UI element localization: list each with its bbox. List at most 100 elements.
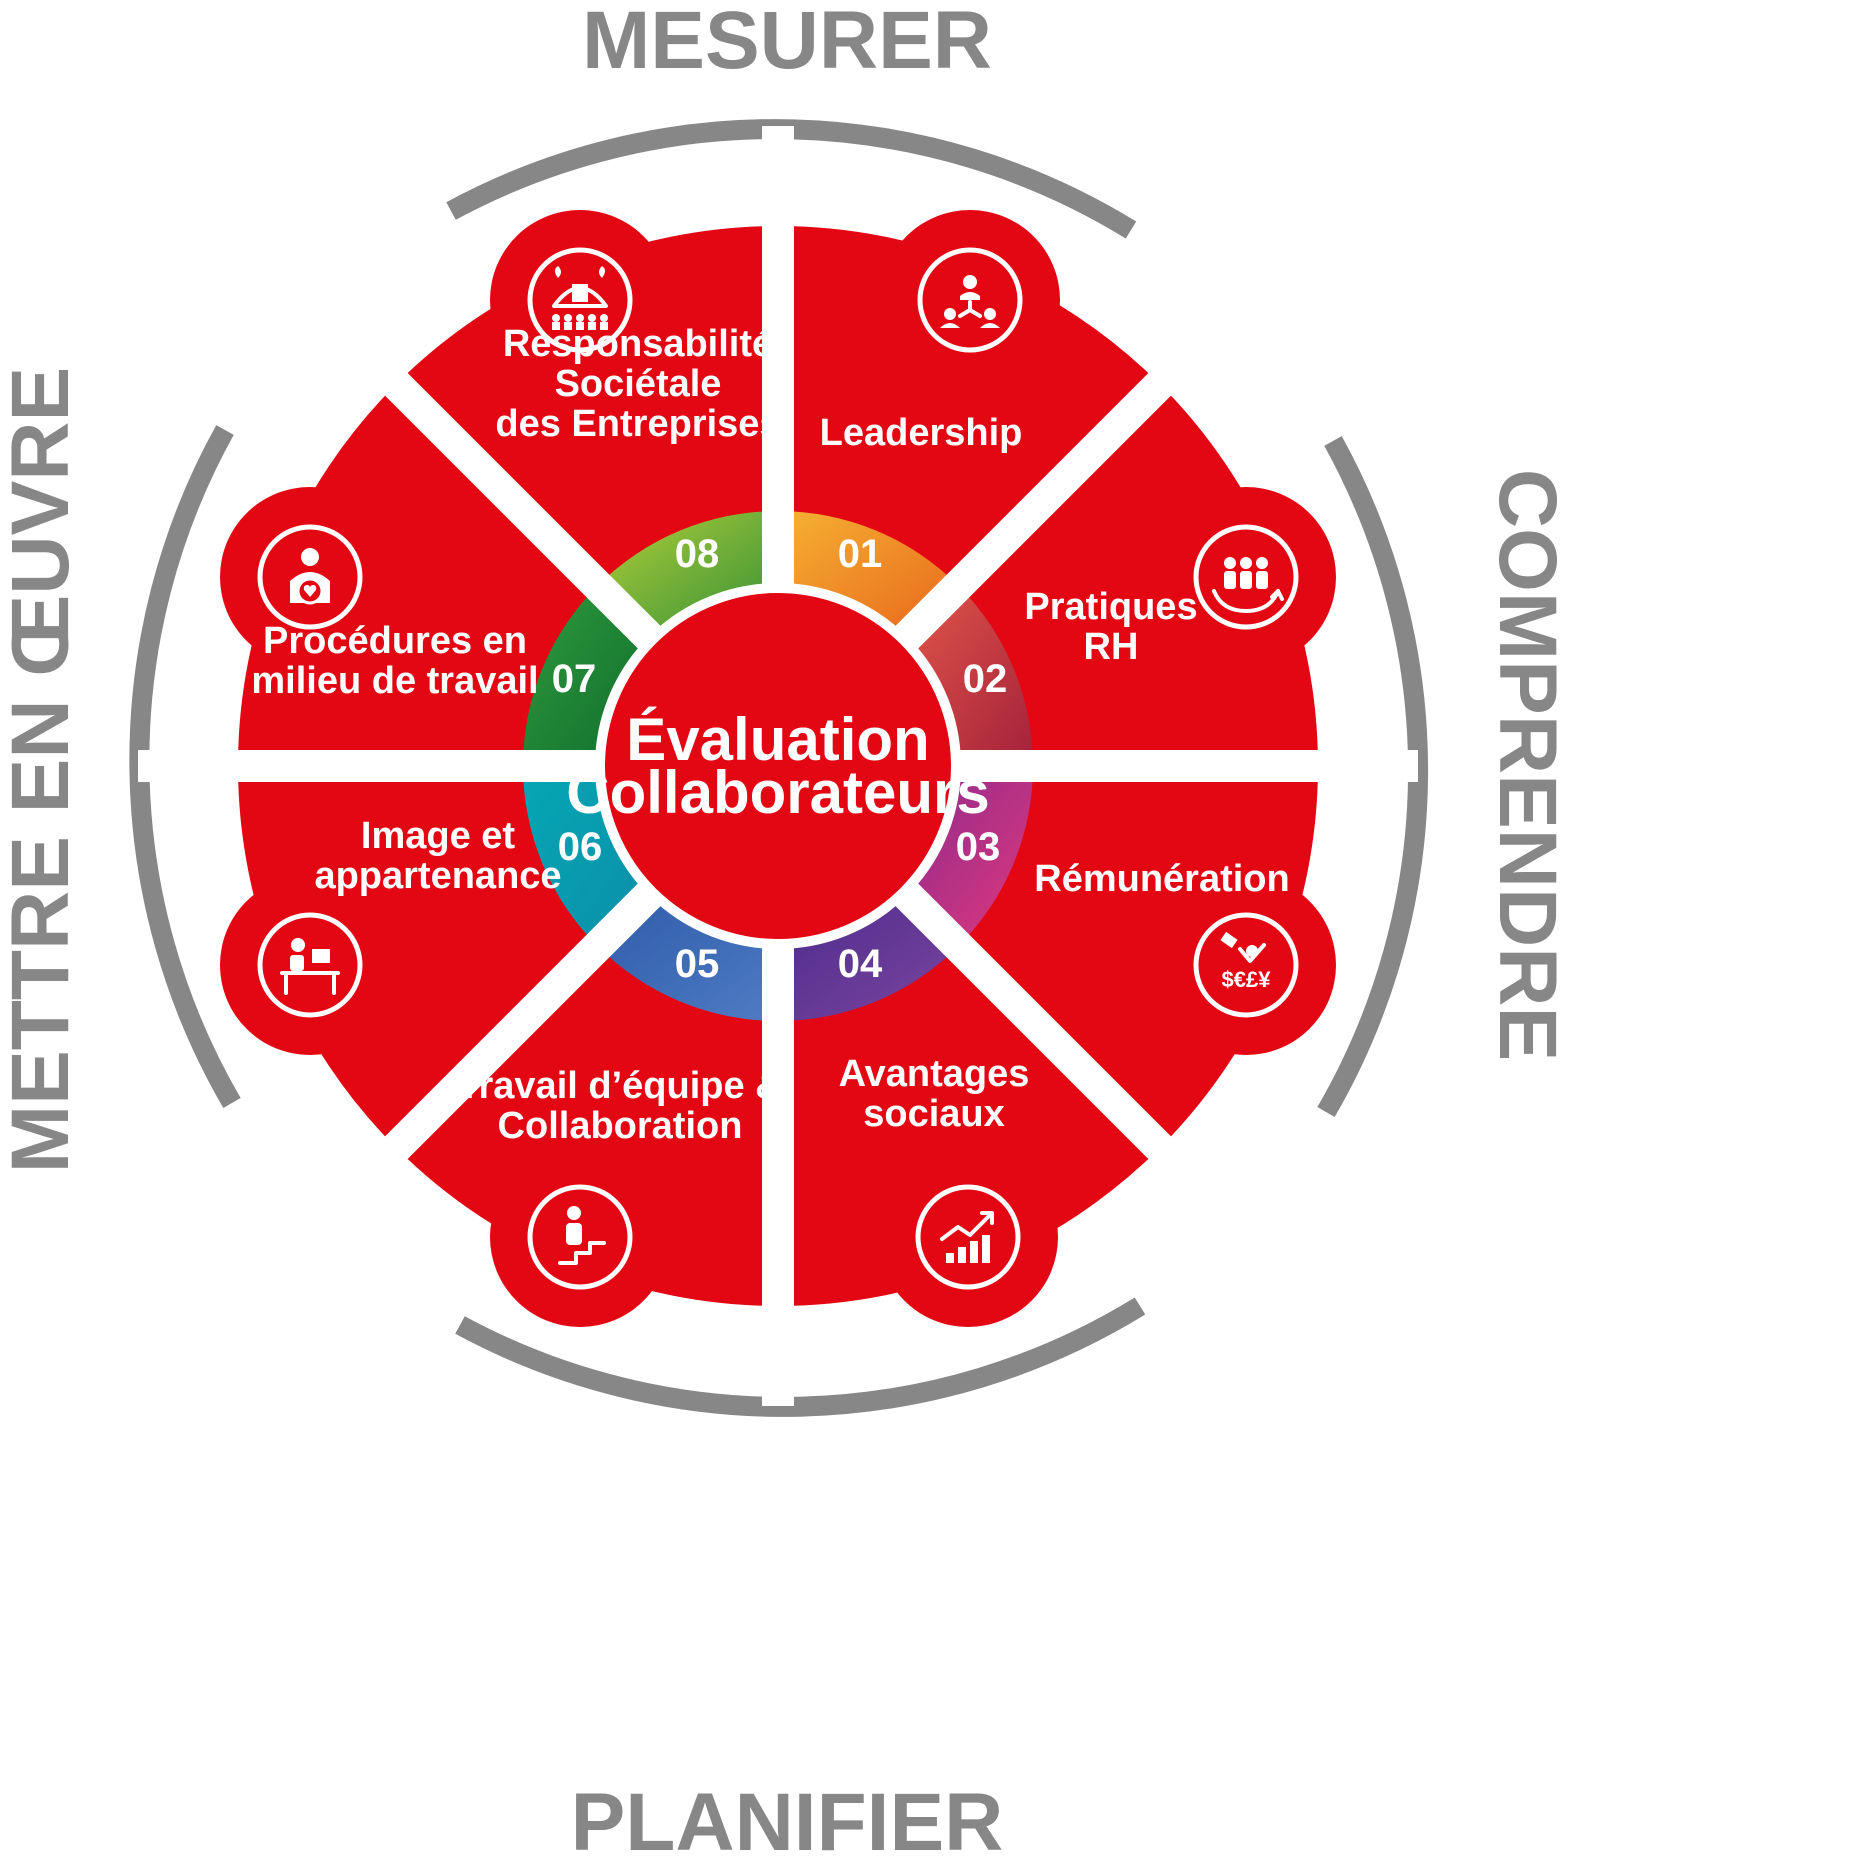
segment-06-bubble (220, 875, 400, 1055)
ring-segment-08 (597, 511, 778, 641)
segment-icons: $€£¥ (257, 247, 1299, 1290)
segment-label-04-line1: Avantages (839, 1053, 1030, 1095)
person-heart-icon (257, 524, 363, 630)
segment-label-02-line1: Pratiques (1024, 586, 1197, 628)
currency-payment-icon-part (1238, 943, 1266, 963)
person-heart-icon-part (303, 585, 317, 597)
community-globe-icon-part (564, 322, 572, 330)
segment-number-03: 03 (956, 825, 1001, 869)
segment-03-bubble (1156, 875, 1336, 1055)
phase-label-left: METTRE EN ŒUVRE (0, 367, 86, 1173)
segment-label-06-line2: appartenance (314, 855, 561, 897)
phase-label-right: COMPRENDRE (1482, 469, 1573, 1061)
community-globe-icon-part (599, 266, 605, 278)
ring-segment-03 (903, 766, 1033, 947)
segment-label-08-line3: des Entreprises (495, 403, 780, 445)
growth-chart-icon-part (970, 1241, 978, 1263)
leadership-hierarchy-icon-part (980, 323, 1000, 328)
ring-segment-05 (597, 891, 778, 1021)
segment-label-08-line2: Sociétale (555, 363, 722, 405)
separator-2 (889, 302, 1242, 655)
segment-number-04: 04 (838, 942, 883, 986)
person-desk-icon-part (312, 949, 330, 963)
person-heart-icon-ring (257, 524, 363, 630)
person-stairs-icon-ring (527, 1184, 633, 1290)
leadership-hierarchy-icon-ring (917, 247, 1023, 353)
team-cycle-icon-part (1256, 571, 1268, 589)
ring-segment-07 (523, 585, 653, 766)
currency-payment-icon-ring (1193, 912, 1299, 1018)
growth-chart-icon-part (980, 1211, 994, 1225)
growth-chart-icon-part (958, 1247, 966, 1263)
community-globe-icon-part (588, 322, 596, 330)
community-globe-icon-part (576, 322, 584, 330)
segment-number-02: 02 (963, 657, 1008, 701)
community-globe-icon-part (564, 314, 572, 322)
person-stairs-icon-part (567, 1206, 581, 1220)
ring-segment-02 (903, 585, 1033, 766)
segment-number-05: 05 (675, 942, 720, 986)
team-cycle-icon-part (1240, 571, 1252, 589)
community-globe-icon-part (572, 284, 588, 302)
community-globe-icon-ring (527, 247, 633, 353)
leadership-hierarchy-icon-part (963, 275, 977, 289)
center-circle (595, 583, 961, 949)
currency-payment-icon: $€£¥ (1193, 912, 1299, 1018)
team-cycle-icon (1193, 524, 1299, 630)
growth-chart-icon-part (982, 1235, 990, 1263)
segment-label-07-line2: milieu de travail (251, 660, 538, 702)
currency-payment-icon-part: $€£¥ (1222, 967, 1272, 992)
community-globe-icon-part (600, 314, 608, 322)
leadership-hierarchy-icon-part (944, 308, 956, 320)
leadership-hierarchy-icon (917, 247, 1023, 353)
team-cycle-icon-part (1240, 557, 1252, 569)
segment-label-08-line1: Responsabilité (503, 323, 773, 365)
segment-number-01: 01 (838, 532, 883, 576)
segment-number-07: 07 (552, 657, 597, 701)
team-cycle-icon-part (1256, 557, 1268, 569)
growth-chart-icon-ring (915, 1184, 1021, 1290)
phase-arc-bottom (455, 1297, 1146, 1417)
person-heart-icon-part (301, 548, 319, 566)
separator-8 (314, 302, 667, 655)
team-cycle-icon-part (1224, 571, 1236, 589)
segment-label-02-line2: RH (1084, 626, 1139, 668)
community-globe-icon-part (600, 322, 608, 330)
leadership-hierarchy-icon-part (958, 300, 982, 318)
community-globe-icon (527, 247, 633, 353)
segment-label-03-line1: Rémunération (1034, 858, 1289, 900)
community-globe-icon-part (552, 322, 560, 330)
phase-label-bottom: PLANIFIER (571, 1777, 1004, 1859)
team-cycle-icon-part (1270, 589, 1284, 601)
ring-segment-01 (778, 511, 959, 641)
person-desk-icon-part (291, 938, 305, 952)
person-desk-icon-part (280, 971, 340, 995)
segment-label-05-line1: Travail d’équipe & (457, 1065, 782, 1107)
separator-6 (314, 877, 667, 1230)
growth-chart-icon (915, 1184, 1021, 1290)
team-cycle-icon-part (1224, 557, 1236, 569)
person-desk-icon-part (290, 955, 304, 971)
segment-04-bubble (878, 1147, 1058, 1327)
segment-label-05-line2: Collaboration (498, 1105, 743, 1147)
team-cycle-icon-ring (1193, 524, 1299, 630)
person-stairs-icon-part (566, 1223, 582, 1245)
center-title-line1: Évaluation (626, 706, 929, 773)
leadership-hierarchy-icon-part (984, 308, 996, 320)
growth-chart-icon-part (946, 1253, 954, 1263)
phase-label-top: MESURER (582, 0, 992, 86)
currency-payment-icon-part (1220, 931, 1238, 949)
person-desk-icon (257, 912, 363, 1018)
growth-chart-icon-part (940, 1213, 992, 1241)
community-globe-icon-part (588, 314, 596, 322)
person-desk-icon-ring (257, 912, 363, 1018)
segment-label-06-line1: Image et (361, 815, 516, 857)
person-stairs-icon (527, 1184, 633, 1290)
segment-number-06: 06 (558, 825, 603, 869)
community-globe-icon-part (576, 314, 584, 322)
segment-labels: LeadershipPratiquesRHRémunérationAvantag… (251, 323, 1289, 1147)
separator-4 (889, 877, 1242, 1230)
person-stairs-icon-part (558, 1241, 606, 1265)
community-globe-icon-part (555, 266, 561, 278)
